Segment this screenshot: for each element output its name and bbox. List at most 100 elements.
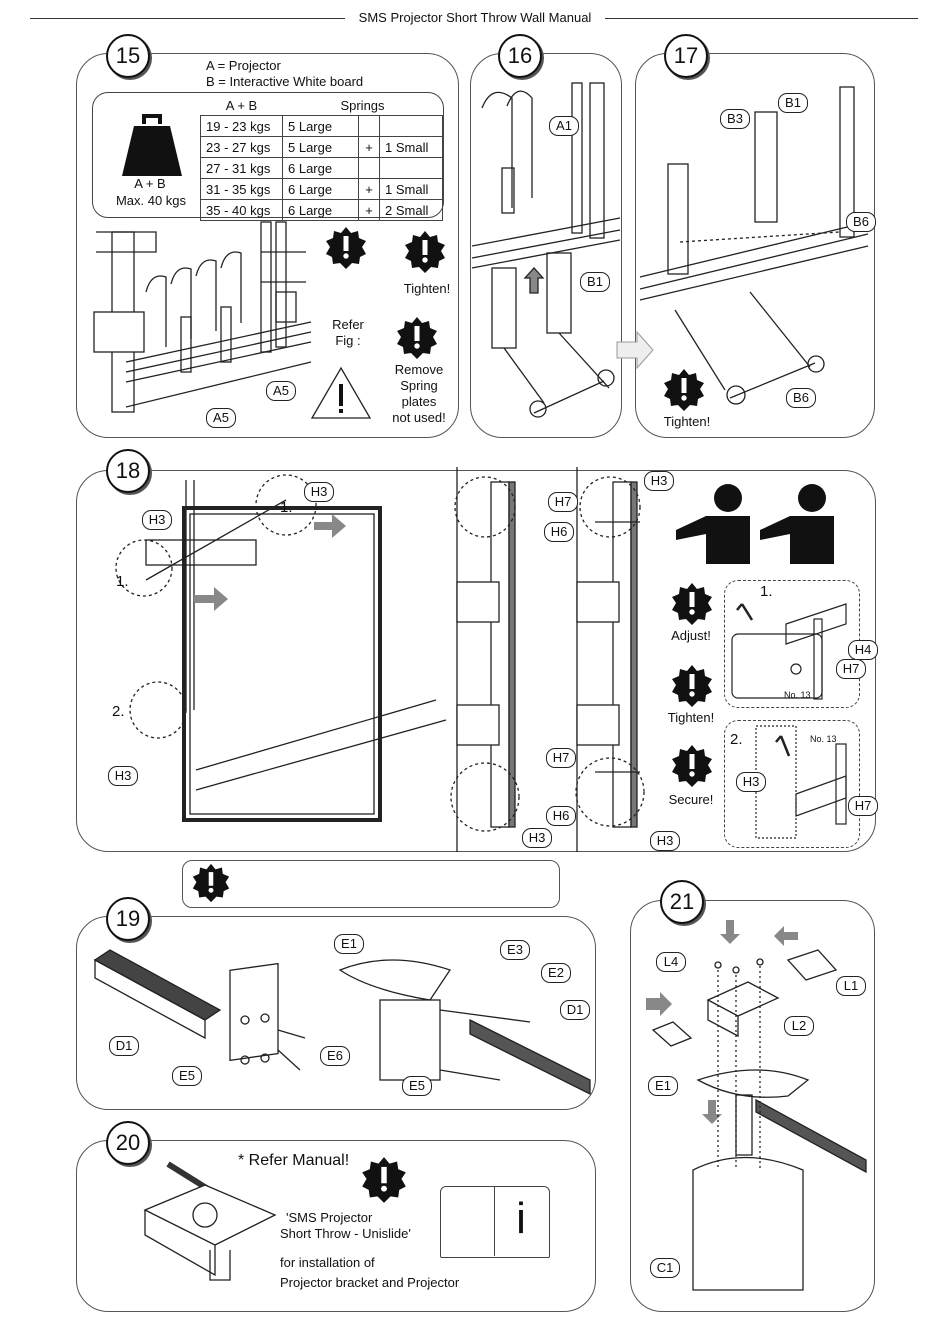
weight-sum-label: A + B (134, 176, 166, 191)
note-secure: Secure! (668, 792, 714, 807)
step18-side-views (450, 467, 645, 852)
part-label-h4: H4 (848, 640, 878, 660)
step-marker-1: 1. (116, 573, 129, 590)
table-cell: 2 Small (379, 199, 443, 221)
part-label-l2: L2 (784, 1016, 814, 1036)
step-number-21: 21 (660, 880, 704, 924)
part-label-h7: H7 (848, 796, 878, 816)
install-note-1: for installation of (280, 1255, 375, 1270)
two-person-icon (676, 484, 834, 564)
manual-name-1: 'SMS Projector (286, 1210, 373, 1225)
part-label-e1: E1 (648, 1076, 678, 1096)
part-label-e3: E3 (500, 940, 530, 960)
warning-seal-icon (362, 1157, 406, 1203)
part-label-h3: H3 (650, 831, 680, 851)
step16-drawing (471, 82, 621, 418)
arrow-right-icon (616, 330, 654, 370)
part-label-b1: B1 (778, 93, 808, 113)
table-cell: 35 - 40 kgs (200, 199, 283, 221)
step-number-16: 16 (498, 34, 542, 78)
part-label-h6: H6 (546, 806, 576, 826)
part-label-h3: H3 (142, 510, 172, 530)
part-label-b6: B6 (846, 212, 876, 232)
part-label-a1: A1 (549, 116, 579, 136)
tool-size-label: No. 13 (784, 690, 811, 700)
weight-max-label: Max. 40 kgs (115, 193, 187, 208)
warning-seal-icon (192, 863, 230, 903)
step20-drawing (143, 1161, 277, 1281)
note-remove-1: Remove (394, 362, 444, 377)
table-row: 27 - 31 kgs 6 Large (200, 157, 443, 179)
step-number-19: 19 (106, 897, 150, 941)
panel-warning-note (182, 860, 560, 908)
table-cell: 6 Large (282, 178, 359, 200)
caution-triangle-icon (310, 366, 372, 419)
part-label-b1: B1 (580, 272, 610, 292)
part-label-e6: E6 (320, 1046, 350, 1066)
weight-icon (122, 114, 182, 176)
part-label-c1: C1 (650, 1258, 680, 1278)
part-label-d1: D1 (109, 1036, 139, 1056)
part-label-d1: D1 (560, 1000, 590, 1020)
part-label-h3: H3 (304, 482, 334, 502)
table-row: 35 - 40 kgs 6 Large + 2 Small (200, 199, 443, 221)
part-label-l1: L1 (836, 976, 866, 996)
part-label-e5: E5 (402, 1076, 432, 1096)
note-remove-2: Spring (400, 378, 438, 393)
part-label-b3: B3 (720, 109, 750, 129)
step-number-17: 17 (664, 34, 708, 78)
part-label-e1: E1 (334, 934, 364, 954)
table-row: 31 - 35 kgs 6 Large + 1 Small (200, 178, 443, 200)
warning-seal-icon (664, 369, 704, 411)
warning-seal-icon (397, 317, 437, 359)
refer-manual-note: * Refer Manual! (238, 1152, 350, 1169)
table-cell: 6 Large (282, 199, 359, 221)
note-tighten: Tighten! (667, 710, 715, 725)
detail-step-1: 1. (760, 583, 773, 600)
part-label-h3: H3 (644, 471, 674, 491)
legend-projector: A = Projector (206, 58, 281, 73)
table-cell: 31 - 35 kgs (200, 178, 283, 200)
manual-book-icon (440, 1186, 550, 1258)
part-label-a5: A5 (206, 408, 236, 428)
page-title: SMS Projector Short Throw Wall Manual (345, 10, 605, 25)
table-cell: + (358, 136, 380, 158)
legend-whiteboard: B = Interactive White board (206, 74, 364, 89)
step-number-18: 18 (106, 449, 150, 493)
part-label-e2: E2 (541, 963, 571, 983)
header-rule-right (600, 18, 918, 19)
part-label-a5: A5 (266, 381, 296, 401)
table-cell (379, 157, 443, 179)
step-marker-2: 2. (112, 703, 125, 720)
part-label-e5: E5 (172, 1066, 202, 1086)
info-glyph: i (516, 1194, 526, 1243)
note-remove-3: plates (401, 394, 437, 409)
table-cell (358, 157, 380, 179)
detail-2-drawing (755, 725, 847, 839)
note-refer-1: Refer (332, 317, 364, 332)
note-remove-4: not used! (392, 410, 446, 425)
table-cell: 1 Small (379, 136, 443, 158)
warning-seal-icon (405, 231, 445, 273)
table-cell: 5 Large (282, 136, 359, 158)
note-adjust: Adjust! (671, 628, 711, 643)
note-refer-2: Fig : (335, 333, 361, 348)
spring-frame-drawing (93, 221, 312, 413)
table-row: 19 - 23 kgs 5 Large (200, 115, 443, 137)
step21-drawing (646, 920, 867, 1291)
part-label-h7: H7 (546, 748, 576, 768)
part-label-h7: H7 (548, 492, 578, 512)
warning-seal-icon (672, 745, 712, 787)
detail-box-2 (724, 720, 860, 848)
table-row: 23 - 27 kgs 5 Large + 1 Small (200, 136, 443, 158)
part-label-h3: H3 (108, 766, 138, 786)
note-tighten: Tighten! (663, 414, 711, 429)
part-label-b6: B6 (786, 388, 816, 408)
manual-book-spine (494, 1186, 495, 1256)
spring-table-head-weight: A + B (225, 97, 258, 113)
part-label-h7: H7 (836, 659, 866, 679)
detail-step-2: 2. (730, 731, 743, 748)
part-label-h6: H6 (544, 522, 574, 542)
part-label-l4: L4 (656, 952, 686, 972)
panel-step-20 (76, 1140, 596, 1312)
